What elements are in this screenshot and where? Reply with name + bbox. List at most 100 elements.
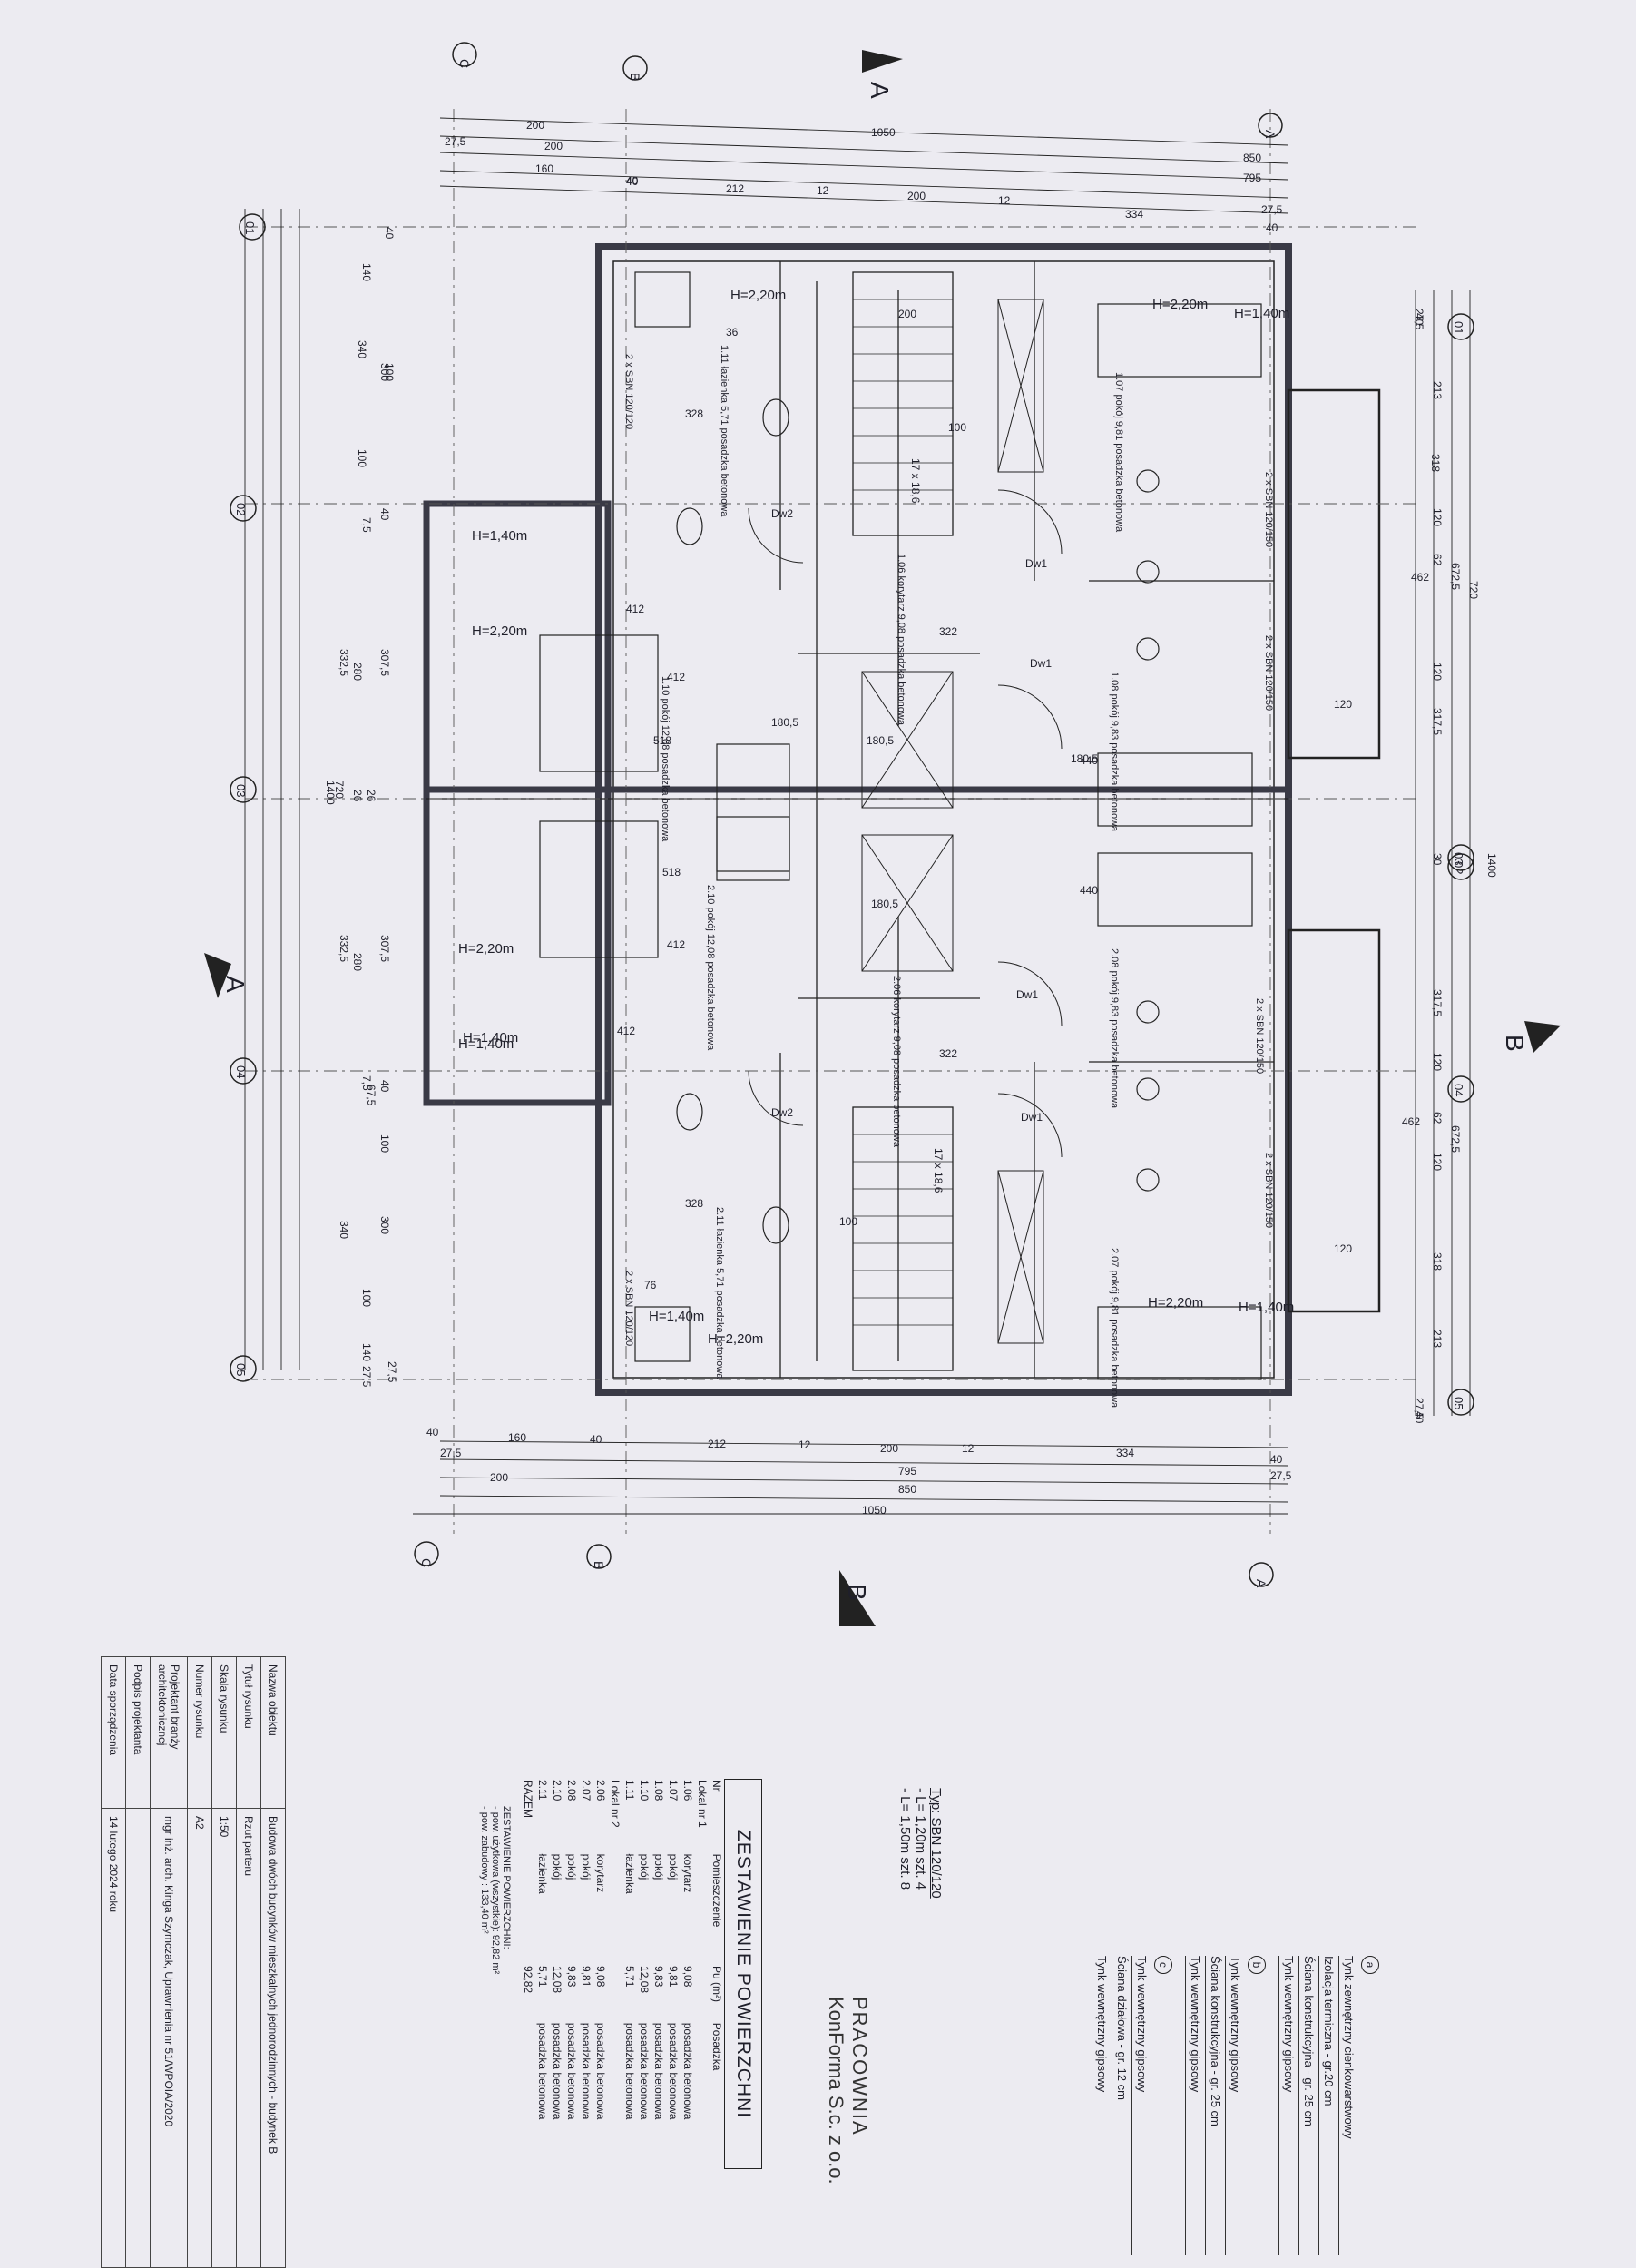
axis-number-label: 02 (1452, 861, 1465, 874)
table-cell: 9,08 (681, 1966, 694, 1988)
table-cell: Posadzka (710, 2022, 723, 2071)
table-cell: korytarz (681, 1853, 694, 1893)
table-cell: posadzka betonowa (594, 2022, 607, 2120)
dimension-misc: 322 (939, 1047, 957, 1060)
window-tag: 2 x SBN 120/150 (1263, 1153, 1274, 1228)
section-mark-label: A (866, 82, 894, 99)
room-label: 1.08 pokój 9,83 posadzka betonowa (1109, 672, 1120, 832)
title-block-label: Projektant branży architektonicznej (150, 1656, 188, 1809)
area-table-row: 1.06 korytarz 9,08 posadzka betonowa (681, 1779, 695, 2169)
table-cell: 12,08 (638, 1966, 651, 1994)
table-cell: posadzka betonowa (652, 2022, 665, 2120)
dimension-bottom: 27,5 (440, 1447, 462, 1459)
dimension-misc: 462 (1402, 1115, 1420, 1128)
dimension-misc: 200 (898, 308, 916, 320)
table-cell: 9,81 (580, 1966, 593, 1988)
axis-number-label: 01 (243, 221, 257, 234)
title-block-label: Skala rysunku (211, 1656, 237, 1809)
table-cell (608, 1853, 622, 1965)
axis-number-label: 05 (234, 1363, 248, 1376)
dimension-right: 317,5 (1431, 989, 1444, 1016)
summary-line: - pow. użytkowa (wszystkie): 92,82 m² (490, 1806, 501, 1975)
window-tag: 2 x SBN 120/150 (1254, 998, 1265, 1074)
dimension-misc: 100 (948, 421, 966, 434)
table-cell: posadzka betonowa (551, 2022, 563, 2120)
table-cell (608, 2022, 622, 2169)
table-cell (695, 2022, 710, 2169)
dimension-misc: 518 (653, 734, 671, 747)
dimension-left: 720 (333, 781, 346, 799)
axis-bubble (452, 42, 477, 67)
axis-bubble (622, 55, 648, 81)
table-cell: 2.10 (551, 1780, 563, 1802)
axis-letter-label: B (592, 1561, 606, 1569)
room-label: 2.11 łazienka 5,71 posadzka betonowa (714, 1207, 725, 1379)
dimension-left: 100 (378, 1134, 391, 1153)
dimension-left: 307,5 (378, 649, 391, 676)
table-cell: 9,81 (667, 1966, 680, 1988)
legend-key: a (1361, 1956, 1379, 1974)
axis-bubble (1447, 853, 1474, 880)
axis-number-label: 01 (1452, 321, 1465, 334)
table-cell: posadzka betonowa (638, 2022, 651, 2120)
dimension-left: 27,5 (386, 1361, 398, 1383)
axis-bubble (1249, 1562, 1274, 1587)
stair-2 (852, 1106, 954, 1371)
title-block-label: Tytuł rysunku (236, 1656, 261, 1809)
dimension-misc: 440 (1080, 884, 1098, 897)
dimension-left: 26 (351, 790, 364, 802)
dimension-right: 317,5 (1431, 708, 1444, 735)
door-tag: Dw1 (1016, 988, 1038, 1001)
dimension-right: 213 (1431, 381, 1444, 399)
dimension-top: 850 (1243, 152, 1261, 164)
door-tag: Dw1 (1025, 557, 1047, 570)
dimension-right: 1400 (1485, 853, 1498, 878)
table-cell: posadzka betonowa (681, 2022, 694, 2120)
room-height: H=1,40m (472, 528, 527, 544)
table-cell: 1.06 (681, 1780, 694, 1802)
dimension-left: 1400 (324, 781, 337, 805)
dimension-left: 280 (351, 663, 364, 681)
room-height: H=2,20m (730, 288, 786, 303)
table-cell: posadzka betonowa (667, 2022, 680, 2120)
dimension-bottom: 27,5 (1270, 1469, 1292, 1482)
dimension-misc: 120 (1334, 698, 1352, 711)
window-tag: 2 x SBN 120/120 (623, 1271, 634, 1346)
axis-letter-label: A (1263, 130, 1278, 139)
dimension-misc: 328 (685, 1197, 703, 1210)
legend-key: b (1248, 1956, 1266, 1974)
table-cell: posadzka betonowa (536, 2022, 549, 2120)
dimension-top: 27,5 (1261, 203, 1283, 216)
axis-number-label: 04 (1452, 1084, 1465, 1096)
table-cell: 2.06 (594, 1780, 607, 1802)
dimension-left: 100 (360, 1289, 373, 1307)
dimension-left: 280 (351, 953, 364, 971)
title-block-label: Data sporządzenia (101, 1656, 126, 1809)
title-block-row: Podpis projektanta (125, 1656, 151, 2268)
room-height: H=2,20m (472, 623, 527, 639)
title-block-value: 1:50 (211, 1808, 237, 2268)
axis-bubble (1447, 844, 1474, 871)
dimension-top: 212 (726, 182, 744, 195)
table-cell: pokój (638, 1853, 651, 1880)
table-cell: 1.07 (667, 1780, 680, 1802)
dimension-misc: 440 (1080, 754, 1098, 767)
dimension-right: 318 (1431, 1252, 1444, 1271)
dimension-bottom: 212 (708, 1438, 726, 1450)
company-line2: KonForma S.c. z o.o. (825, 1997, 847, 2185)
room-label: 2.06 korytarz 9,08 posadzka betonowa (891, 976, 902, 1148)
title-block-value (125, 1808, 151, 2268)
dimension-bottom: 334 (1116, 1447, 1134, 1459)
legend-key: c (1154, 1956, 1172, 1974)
